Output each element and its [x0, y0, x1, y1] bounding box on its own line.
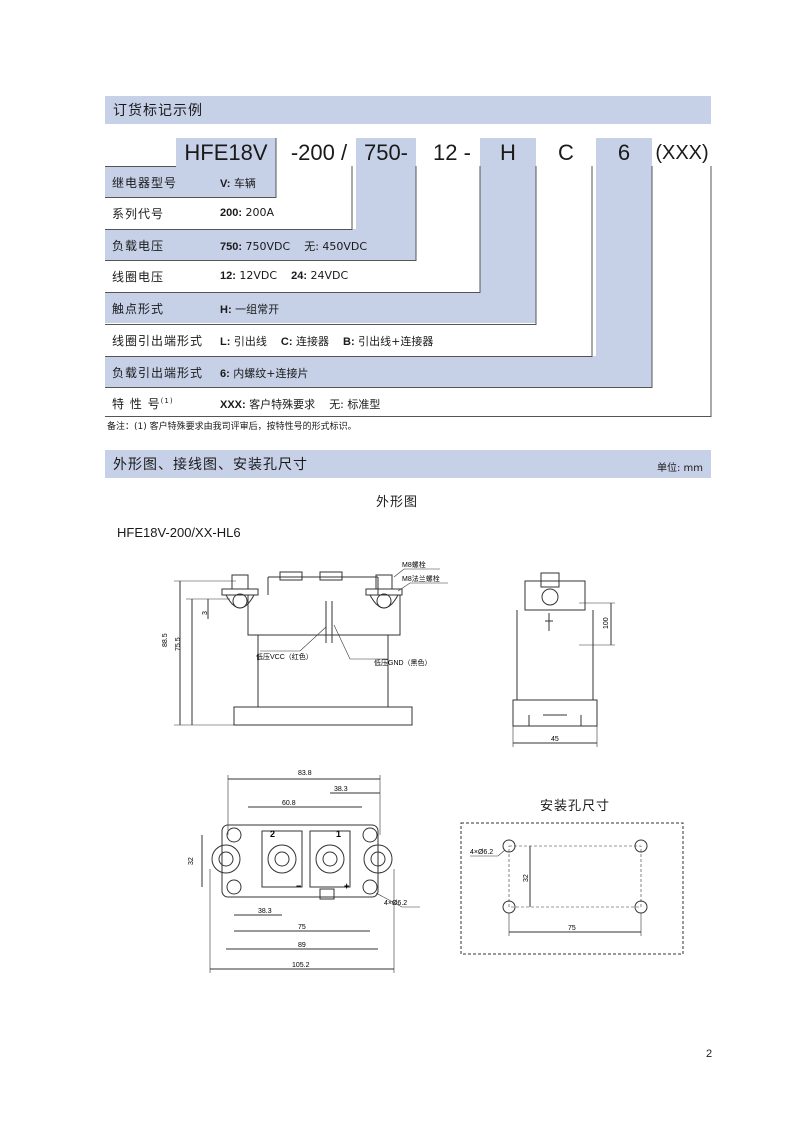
row-value: H: 一组常开 — [220, 303, 280, 316]
code-part-series: -200 / — [290, 140, 348, 165]
dim-3: 3 — [202, 611, 209, 615]
code-stem-load-term — [596, 168, 652, 357]
row-series: 系列代号 200: 200A — [105, 197, 355, 228]
dim-mount-75: 75 — [568, 925, 576, 932]
row-label: 负载引出端形式 — [112, 366, 204, 380]
dim-89: 89 — [298, 942, 306, 949]
code-part-model: HFE18V — [176, 138, 276, 168]
label-vcc: 低压VCC（红色） — [256, 652, 313, 661]
label-holes-bottom: 4×Ø6.2 — [384, 900, 407, 907]
mounting-title: 安装孔尺寸 — [540, 799, 611, 814]
terminal-2: 2 — [270, 829, 275, 839]
bottom-view-drawing: 83.8 38.3 60.8 32 38.3 75 89 105.2 2 1 −… — [188, 770, 420, 973]
drawing-subtitle: 外形图 — [375, 495, 418, 510]
row-value: XXX: 客户特殊要求无: 标准型 — [220, 398, 381, 411]
unit-label: 单位: mm — [656, 463, 703, 474]
section-header-dimensions: 外形图、接线图、安装孔尺寸 单位: mm — [105, 450, 711, 478]
dim-100: 100 — [603, 617, 610, 629]
label-m8-flange: M8法兰螺栓 — [402, 574, 440, 583]
label-m8-bolt: M8螺栓 — [402, 560, 426, 569]
dim-88-5: 88.5 — [162, 633, 169, 647]
code-part-special: (XXX) — [655, 141, 709, 164]
code-part-load-term: 6 — [596, 138, 652, 168]
row-label: 负载电压 — [112, 239, 165, 253]
table-outline — [105, 138, 712, 417]
dim-105-2: 105.2 — [292, 962, 310, 969]
label-holes-mount: 4×Ø6.2 — [470, 849, 493, 856]
code-part-voltage: 750- — [356, 138, 416, 168]
code-part-coil: 12 - — [433, 140, 471, 165]
footnote: 备注：(1) 客户特殊要求由我司评审后，按特性号的形式标识。 — [107, 422, 357, 432]
row-special: 特 性 号(1) XXX: 客户特殊要求无: 标准型 — [105, 387, 711, 418]
row-label: 触点形式 — [112, 302, 165, 316]
section-header-ordering: 订货标记示例 — [105, 96, 711, 124]
dim-38-3-top: 38.3 — [334, 786, 348, 793]
code-part-contact: H — [480, 138, 536, 168]
row-label: 线圈电压 — [112, 270, 165, 284]
row-contact-form: 触点形式 H: 一组常开 — [105, 292, 536, 323]
dim-45: 45 — [551, 736, 559, 743]
side-view-drawing: 45 100 — [512, 572, 615, 747]
dim-75-bottom: 75 — [298, 924, 306, 931]
row-label: 特 性 号(1) — [112, 397, 174, 411]
dim-mount-32: 32 — [523, 874, 530, 882]
code-part-coil-term: C — [558, 140, 574, 165]
row-relay-type: 继电器型号 V: 车辆 — [105, 166, 276, 197]
row-value: V: 车辆 — [220, 177, 256, 190]
code-stem-contact — [480, 168, 536, 293]
dim-32: 32 — [188, 857, 195, 865]
dim-60-8: 60.8 — [282, 800, 296, 807]
row-value: 200: 200A — [220, 206, 275, 219]
terminal-1: 1 — [336, 829, 341, 839]
dim-75-5: 75.5 — [175, 637, 182, 651]
drawing-model: HFE18V-200/XX-HL6 — [117, 525, 241, 540]
row-load-terminal: 负载引出端形式 6: 内螺纹+连接片 — [105, 356, 652, 387]
row-label: 系列代号 — [112, 207, 165, 221]
row-value: 6: 内螺纹+连接片 — [220, 367, 309, 380]
section-title: 订货标记示例 — [113, 103, 203, 119]
mounting-holes-drawing: 4×Ø6.2 32 75 — [460, 822, 684, 955]
dim-38-3-bottom: 38.3 — [258, 908, 272, 915]
terminal-plus: + — [344, 881, 349, 891]
terminal-minus: − — [296, 881, 301, 891]
page-number: 2 — [706, 1048, 713, 1060]
front-view-drawing: M8螺栓 M8法兰螺栓 低压VCC（红色） 低压GND（黑色） 88.5 75.… — [162, 560, 448, 726]
section-title: 外形图、接线图、安装孔尺寸 — [113, 457, 308, 473]
dim-83-8: 83.8 — [298, 770, 312, 777]
row-label: 继电器型号 — [112, 176, 178, 190]
row-label: 线圈引出端形式 — [112, 334, 204, 348]
label-gnd: 低压GND（黑色） — [374, 658, 432, 667]
code-stem-voltage — [356, 168, 416, 229]
